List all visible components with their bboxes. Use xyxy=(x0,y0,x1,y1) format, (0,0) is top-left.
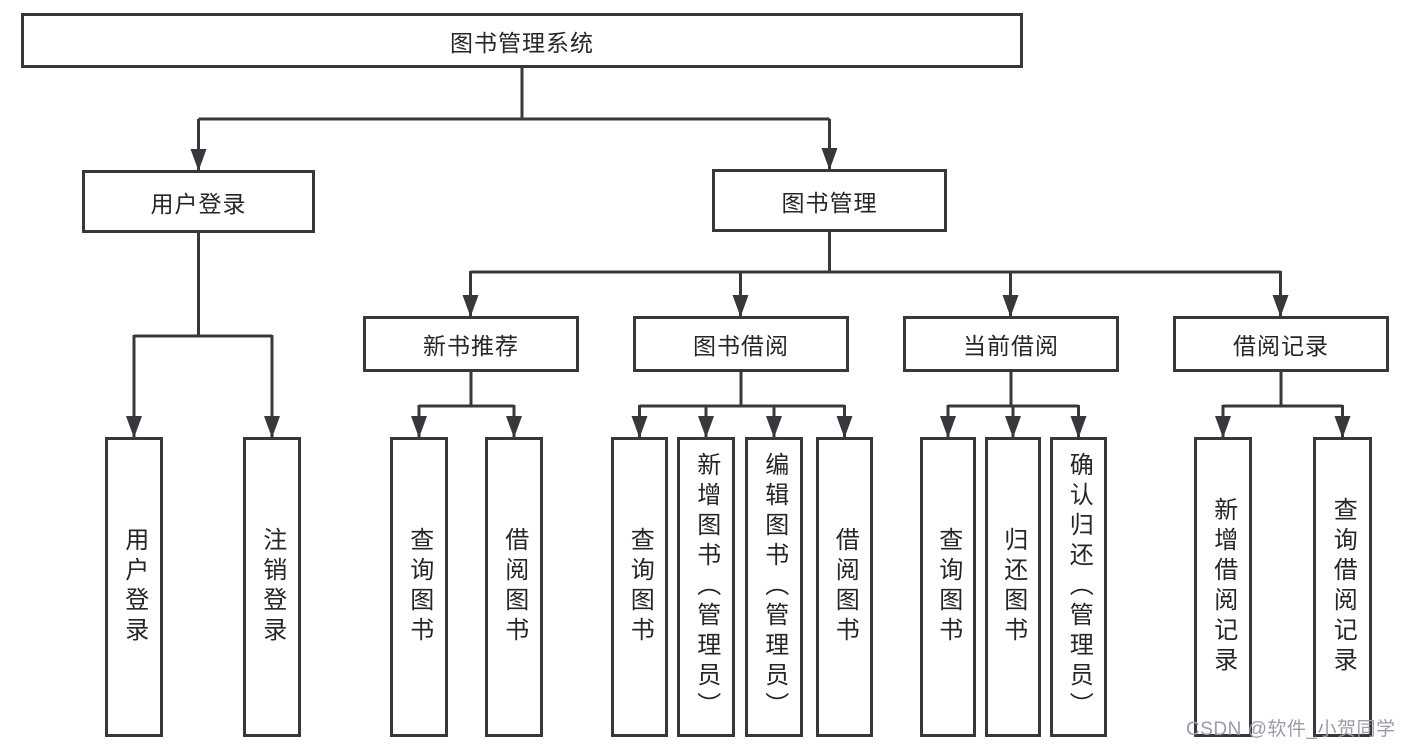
node-user-login: 用户登录 xyxy=(82,170,315,233)
connector-user-login-children xyxy=(126,233,280,438)
leaf-bb-query-book: 查询图书 xyxy=(611,437,668,737)
node-root-label: 图书管理系统 xyxy=(450,29,594,56)
leaf-cb-query-book: 查询图书 xyxy=(920,437,976,737)
leaf-logout: 注销登录 xyxy=(243,437,301,737)
leaf-nbr-query-book: 查询图书 xyxy=(390,437,448,737)
leaf-cb-confirm-return-admin: 确认归还（管理员） xyxy=(1050,437,1107,737)
leaf-cb-return-book: 归还图书 xyxy=(985,437,1041,737)
leaf-bb-edit-book-admin: 编辑图书（管理员） xyxy=(745,437,803,737)
node-current-borrow: 当前借阅 xyxy=(903,316,1119,372)
node-book-management-label: 图书管理 xyxy=(781,189,878,216)
node-book-borrow-label: 图书借阅 xyxy=(693,333,789,359)
node-book-borrow: 图书借阅 xyxy=(633,316,849,372)
connector-book-management-to-level3 xyxy=(462,232,1289,317)
leaf-user-login: 用户登录 xyxy=(105,437,163,737)
node-new-book-recommend: 新书推荐 xyxy=(363,316,579,372)
csdn-watermark: CSDN @软件_小贺同学 xyxy=(1186,719,1396,740)
node-root-library-system: 图书管理系统 xyxy=(21,13,1023,68)
connector-new-book-recommend-children xyxy=(411,372,522,438)
leaf-br-query-record: 查询借阅记录 xyxy=(1313,437,1372,737)
leaf-nbr-borrow-book: 借阅图书 xyxy=(485,437,543,737)
node-borrow-record-label: 借阅记录 xyxy=(1233,333,1329,359)
node-borrow-record: 借阅记录 xyxy=(1173,316,1389,372)
node-user-login-label: 用户登录 xyxy=(150,190,247,217)
leaf-br-add-record: 新增借阅记录 xyxy=(1194,437,1252,737)
leaf-bb-add-book-admin: 新增图书（管理员） xyxy=(677,437,735,737)
node-book-management: 图书管理 xyxy=(712,169,947,232)
connector-current-borrow-children xyxy=(940,372,1087,438)
leaf-bb-borrow-book: 借阅图书 xyxy=(816,437,873,737)
connector-book-borrow-children xyxy=(631,372,853,438)
node-current-borrow-label: 当前借阅 xyxy=(963,333,1059,359)
connector-root-to-level2 xyxy=(190,68,838,171)
connector-borrow-record-children xyxy=(1215,372,1351,438)
node-new-book-recommend-label: 新书推荐 xyxy=(423,333,519,359)
